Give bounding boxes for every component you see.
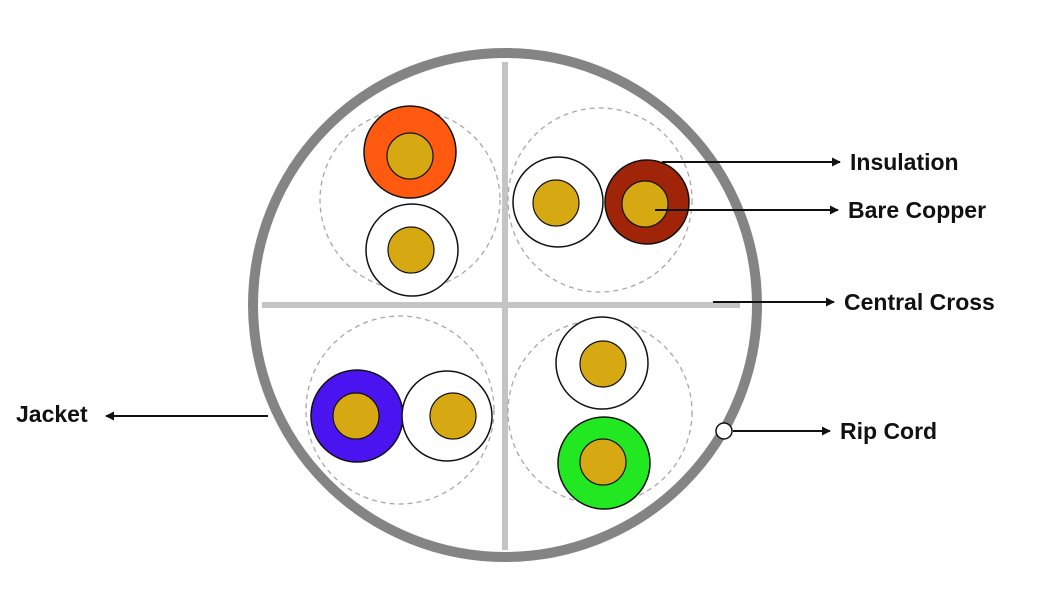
central-cross-label: Central Cross <box>844 289 995 315</box>
insulation-label: Insulation <box>850 149 959 175</box>
pair-outline-brown <box>507 107 693 293</box>
pair-outline-blue <box>305 315 495 505</box>
rip-cord-label: Rip Cord <box>840 418 937 444</box>
wire-orange-white <box>365 203 459 297</box>
wire-orange <box>363 105 457 199</box>
bare-copper-label: Bare Copper <box>848 197 986 223</box>
rip-cord <box>715 422 733 440</box>
central-cross <box>262 62 740 550</box>
wire-brown-white <box>512 156 604 248</box>
jacket-label: Jacket <box>16 401 88 427</box>
wire-brown <box>604 159 690 245</box>
wire-blue <box>310 369 404 463</box>
wire-green-white <box>555 316 649 410</box>
leader-arrows <box>105 157 841 436</box>
wire-blue-white <box>401 370 493 462</box>
wire-green <box>557 416 651 510</box>
